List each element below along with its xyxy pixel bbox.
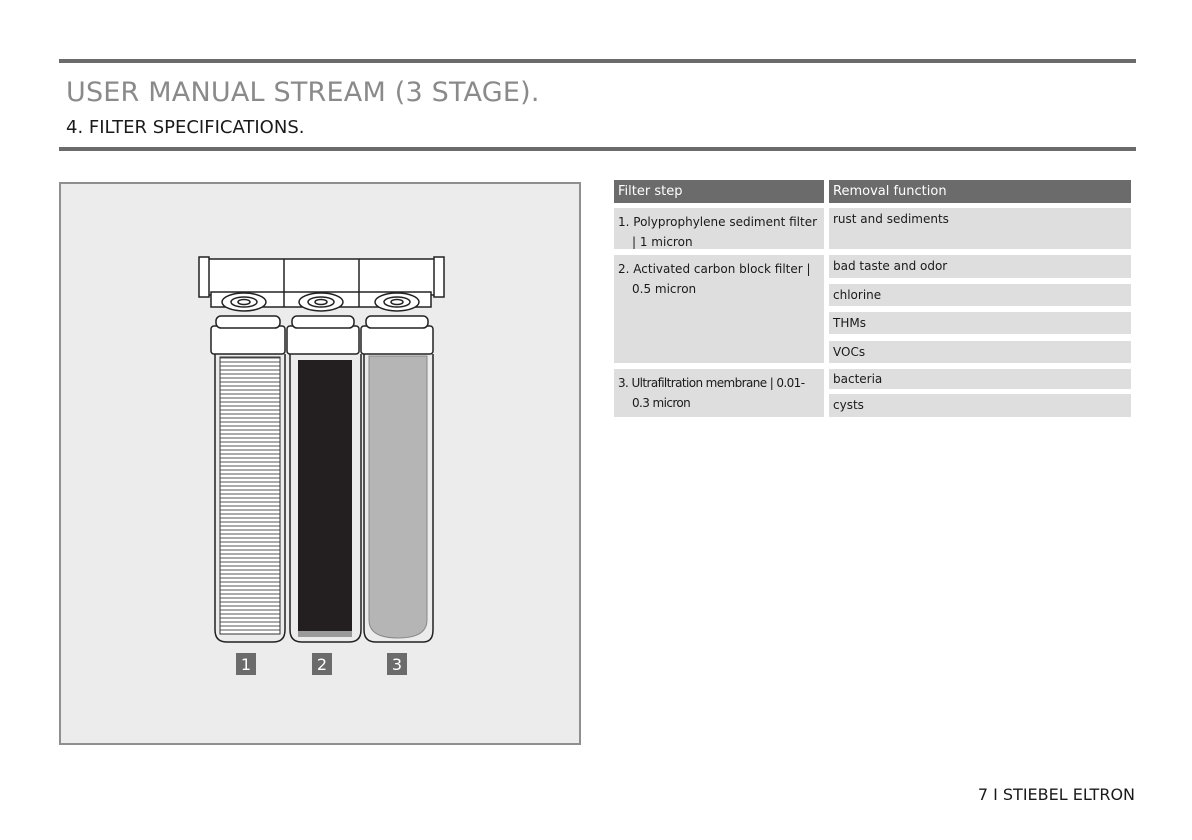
filter-system-drawing: 1 2 3 [198,256,445,675]
filter-illustration: 1 2 3 [59,182,581,745]
header-filter-step: Filter step [614,180,824,203]
function-cell: cysts [829,394,1131,417]
filter-housings [214,354,434,643]
function-cell: chlorine [829,284,1131,306]
filter-heads [210,292,434,355]
header-rule [59,147,1136,151]
carbon-cartridge-base [298,631,352,637]
page-footer: 7 I STIEBEL ELTRON [977,785,1135,804]
label-3: 3 [392,655,402,674]
function-cell: bacteria [829,369,1131,389]
label-2: 2 [317,655,327,674]
sediment-cartridge [219,356,281,635]
top-rule [59,59,1136,63]
function-cell: rust and sediments [829,208,1131,249]
function-cell: bad taste and odor [829,255,1131,278]
function-cell: VOCs [829,341,1131,363]
step-cell-1: 1. Polyprophylene sediment filter | 1 mi… [614,208,824,249]
page-title: USER MANUAL STREAM (3 STAGE). [66,77,540,108]
label-1: 1 [241,655,251,674]
membrane-cartridge [368,355,428,639]
section-title: 4. FILTER SPECIFICATIONS. [66,117,305,138]
step-cell-3: 3. Ultrafiltration membrane | 0.01-0.3 m… [614,369,824,417]
cartridge-number-labels: 1 2 3 [236,653,407,675]
step-cell-2: 2. Activated carbon block filter | 0.5 m… [614,255,824,363]
function-cell: THMs [829,312,1131,334]
header-removal-function: Removal function [829,180,1131,203]
carbon-cartridge [298,360,352,634]
